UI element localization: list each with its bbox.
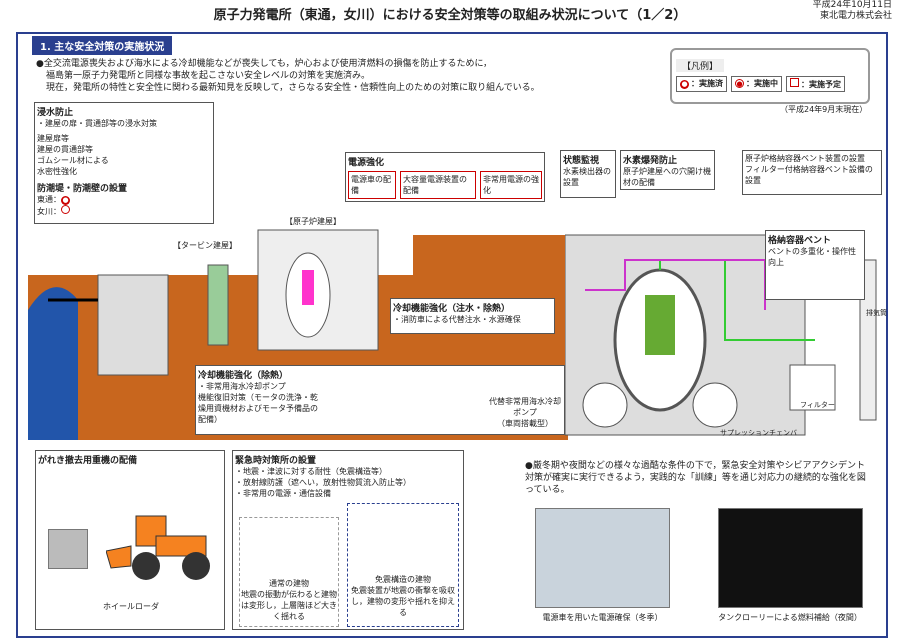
pump-caption: 代替非常用海水冷却ポンプ （車両搭載型） — [489, 397, 561, 428]
seawall-header: 防潮堤・防潮壁の設置 — [37, 184, 128, 194]
torus-right — [692, 382, 738, 428]
turbine-label: 【タービン建屋】 — [173, 241, 237, 250]
intro-line-2: 福島第一原子力発電所と同様な事故を起こさない安全レベルの対策を実施済み。 — [46, 71, 371, 81]
debris-photo — [48, 529, 88, 569]
cooling-heat-2: 機能復旧対策（モータの洗浄・乾燥用資機材およびモータ予備品の配備） — [198, 393, 318, 424]
cooling-inject-header: 冷却機能強化（注水・除熱） — [393, 304, 511, 314]
intro-line-1: ●全交流電源喪失および海水による冷却機能などが喪失しても，炉心および使用済燃料の… — [36, 59, 493, 69]
upper-ground — [413, 235, 568, 275]
vent-main-header: 格納容器ベント — [768, 236, 832, 246]
normal-bldg-label: 通常の建物 — [269, 579, 309, 588]
filter-tank — [789, 364, 836, 411]
intro-text: ●全交流電源喪失および海水による冷却機能などが喪失しても，炉心および使用済燃料の… — [36, 58, 656, 94]
emergency-box: 緊急時対策所の設置 ・地震・津波に対する耐性（免震構造等） ・放射線防護（遮へい… — [232, 450, 464, 630]
gomu-label: ゴムシール材による — [37, 156, 109, 165]
water-level: 水素検出器の設置 — [563, 167, 611, 187]
emergency-item-1: ・地震・津波に対する耐性（免震構造等） — [235, 467, 387, 476]
flood-sub: ・建屋の扉・貫通部等の浸水対策 — [37, 119, 157, 128]
header-date-block: 平成24年10月11日 東北電力株式会社 — [813, 0, 892, 22]
intro-line-3: 現在，発電所の特性と安全性に関わる最新知見を反映して，さらなる安全性・信頼性向上… — [46, 83, 540, 93]
debris-header: がれき撤去用重機の配備 — [38, 456, 138, 466]
seawall-onagawa: 女川： — [37, 205, 211, 217]
cooling-heat-header: 冷却機能強化（除熱） — [198, 371, 289, 381]
core-shape — [302, 270, 314, 305]
power-item-1: 電源車の配備 — [348, 171, 396, 199]
in-progress-mark-icon — [61, 205, 70, 214]
company-name: 東北電力株式会社 — [819, 11, 892, 21]
exhaust-stack — [859, 259, 877, 421]
cooling-inject-sub: ・消防車による代替注水・水源確保 — [393, 315, 521, 324]
monitor-box: 状態監視 水素検出器の設置 — [560, 150, 616, 198]
done-mark-icon: ● — [680, 80, 689, 89]
cooling-heat-box: 冷却機能強化（除熱） ・非常用海水冷却ポンプ 機能復旧対策（モータの洗浄・乾燥用… — [195, 365, 565, 435]
vent-label: 原子炉格納容器ベント装置の設置 — [745, 154, 865, 163]
training-text: ●厳冬期や夜間などの様々な過酷な条件の下で，緊急安全対策やシビアアクシデント対策… — [525, 461, 866, 495]
planned-mark-icon — [790, 78, 799, 87]
emergency-header: 緊急時対策所の設置 — [235, 456, 317, 466]
done-mark-icon: ● — [61, 196, 70, 205]
isolation-bldg-label: 免震構造の建物 — [375, 575, 431, 584]
isolation-bldg-panel: 免震構造の建物 免震装置が地震の衝撃を吸収し，建物の変形や揺れを抑える — [347, 503, 459, 627]
hydrogen-sub: 原子炉建屋への穴開け機材の配備 — [623, 167, 711, 187]
reactor-building-label: 【原子炉建屋】 — [285, 217, 341, 226]
winter-training-photo — [535, 508, 670, 608]
night-training-photo — [718, 508, 863, 608]
power-box: 電源強化 電源車の配備 大容量電源装置の配備 非常用電源の強化 — [345, 152, 545, 202]
power-item-2: 大容量電源装置の配備 — [400, 171, 476, 199]
suppression-label: サプレッションチェンバ — [720, 429, 797, 437]
vent-main-box: 格納容器ベント ベントの多重化・操作性向上 — [765, 230, 865, 300]
power-header: 電源強化 — [348, 158, 385, 168]
flood-pen: 建屋の貫通部等 — [37, 145, 93, 154]
debris-box: がれき撤去用重機の配備 ホイールローダ — [35, 450, 225, 630]
monitor-header: 状態監視 — [563, 156, 600, 166]
flood-prevention-box: 浸水防止 ・建屋の扉・貫通部等の浸水対策 建屋扉等 建屋の貫通部等 ゴムシール材… — [34, 102, 214, 224]
page-date: 平成24年10月11日 — [812, 0, 892, 10]
legend-planned: ：実施予定 — [786, 76, 845, 92]
content-frame — [16, 32, 888, 638]
cooling-inject-box: 冷却機能強化（注水・除熱） ・消防車による代替注水・水源確保 — [390, 298, 555, 334]
legend-in-progress: ●：実施中 — [731, 76, 782, 92]
wheel-loader-icon — [106, 515, 210, 580]
hydrogen-header: 水素爆発防止 — [623, 156, 678, 166]
wheel-loader-caption: ホイールローダ — [103, 602, 159, 611]
exhaust-label: 排気筒 — [866, 309, 887, 317]
filter-label: フィルター — [800, 401, 835, 409]
emergency-item-2: ・放射線防護（遮へい，放射性物質流入防止等） — [235, 478, 411, 487]
normal-bldg-panel: 通常の建物 地震の振動が伝わると建物は変形し，上層階ほど大きく揺れる — [239, 517, 339, 627]
vent-main: ベントの多重化・操作性向上 — [768, 247, 856, 267]
night-photo-caption: タンクローリーによる燃料補給（夜間） — [718, 613, 862, 622]
power-item-3: 非常用電源の強化 — [480, 171, 542, 199]
emergency-item-3: ・非常用の電源・通信設備 — [235, 489, 331, 498]
section-label: 1. 主な安全対策の実施状況 — [32, 36, 173, 55]
rpv-shape — [645, 295, 675, 355]
torus-left — [582, 382, 628, 428]
vent-box: 原子炉格納容器ベント装置の設置 フィルター付格納容器ベント設備の設置 — [742, 150, 882, 195]
page-title: 原子力発電所（東通，女川）における安全対策等の取組み状況について（1／2） — [213, 8, 687, 23]
legend: 【凡例】 ●：実施済 ●：実施中 ：実施予定 — [670, 48, 870, 104]
flood-header: 浸水防止 — [37, 108, 74, 118]
filter-vent-label: フィルター付格納容器ベント設備の設置 — [745, 165, 873, 185]
tank-shape — [207, 264, 229, 346]
hydrogen-box: 水素爆発防止 原子炉建屋への穴開け機材の配備 — [620, 150, 715, 190]
watertight-label: 水密性強化 — [37, 167, 77, 176]
legend-done: ●：実施済 — [676, 76, 727, 92]
legend-title: 【凡例】 — [676, 59, 725, 72]
isolation-bldg-desc: 免震装置が地震の衝撃を吸収し，建物の変形や揺れを抑える — [351, 586, 455, 617]
in-progress-mark-icon: ● — [735, 79, 744, 88]
normal-bldg-desc: 地震の振動が伝わると建物は変形し，上層階ほど大きく揺れる — [241, 590, 337, 621]
turbine-building — [97, 274, 169, 376]
seawall-higashidori: 東通：● — [37, 195, 70, 205]
flood-door: 建屋扉等 — [37, 134, 69, 143]
winter-photo-caption: 電源車を用いた電源確保（冬季） — [542, 613, 663, 622]
as-of-date: （平成24年9月末現在） — [780, 105, 868, 114]
cooling-heat-1: ・非常用海水冷却ポンプ — [198, 382, 286, 391]
sea-shape — [28, 287, 78, 440]
